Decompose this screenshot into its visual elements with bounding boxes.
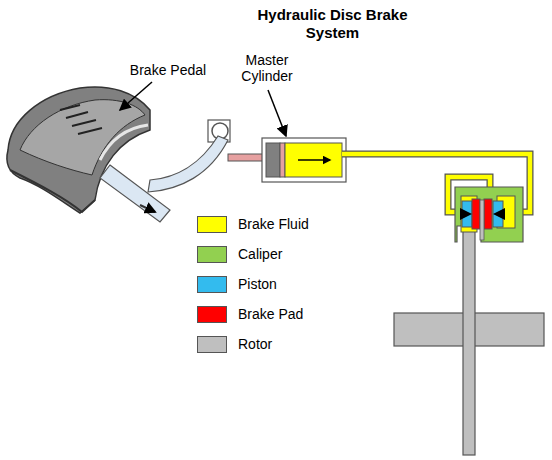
legend-text: Brake Pad xyxy=(238,305,303,323)
callout-label: Master Cylinder xyxy=(236,52,298,84)
legend-swatch xyxy=(197,336,227,353)
legend-text: Rotor xyxy=(238,335,272,353)
master-cylinder xyxy=(228,138,346,182)
legend-swatch xyxy=(197,246,227,263)
legend-text: Piston xyxy=(238,275,277,293)
brake-pedal xyxy=(100,120,230,222)
legend-swatch xyxy=(197,306,227,323)
callout-label: Brake Pedal xyxy=(118,62,218,78)
leader-line xyxy=(120,82,152,110)
legend-swatch xyxy=(197,216,227,233)
legend-text: Caliper xyxy=(238,245,282,263)
legend-text: Brake Fluid xyxy=(238,215,309,233)
caliper xyxy=(455,187,523,242)
diagram-title: Hydraulic Disc Brake System xyxy=(245,6,420,42)
legend-swatch xyxy=(197,276,227,293)
leader-line xyxy=(268,90,286,136)
